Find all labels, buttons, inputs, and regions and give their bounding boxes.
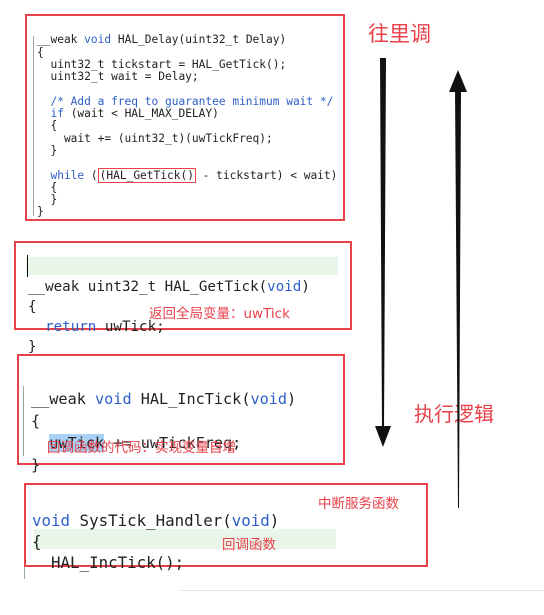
- hal-delay-code-box: __weak void HAL_Delay(uint32_t Delay){ u…: [25, 14, 345, 221]
- note-callback: 回调函数: [222, 537, 276, 553]
- gutter-line: [33, 36, 34, 216]
- arrow-up-icon: [449, 70, 467, 508]
- code-line-12: {: [37, 180, 58, 194]
- inctick-body-line: uwTick += uwTickFreq;: [49, 434, 242, 452]
- gutter-line: [23, 386, 24, 456]
- code-line-0: __weak void HAL_Delay(uint32_t Delay): [37, 33, 287, 47]
- code-line-8: wait += (uint32_t)(uwTickFreq);: [37, 131, 273, 145]
- code-line-13: }: [37, 193, 58, 207]
- bottom-separator: [180, 590, 544, 591]
- hal-inctick-code-box: __weak void HAL_IncTick(void) { uwTick +=…: [17, 354, 345, 474]
- code-line-4: [37, 83, 337, 95]
- code-line-7: {: [37, 119, 58, 133]
- code-line-1: {: [37, 45, 44, 59]
- hal-gettick-code: __weak uint32_t HAL_GetTick(void) { retur…: [28, 257, 310, 397]
- note-isr: 中断服务函数: [318, 496, 399, 512]
- hal-delay-code: __weak void HAL_Delay(uint32_t Delay){ u…: [37, 22, 337, 243]
- gettick-return-line: return uwTick;: [28, 319, 165, 335]
- code-line-2: uint32_t tickstart = HAL_GetTick();: [37, 57, 287, 71]
- code-line-14: }: [37, 205, 44, 219]
- arrow-down-icon: [375, 58, 391, 447]
- gutter-line: [24, 567, 25, 579]
- systick-call-line: HAL_IncTick();: [32, 553, 185, 572]
- code-line-5: /* Add a freq to guarantee minimum wait …: [37, 94, 334, 108]
- systick-open-brace: {: [32, 532, 42, 551]
- systick-signature: void SysTick_Handler(void): [32, 511, 280, 530]
- inctick-close-brace: }: [31, 456, 41, 474]
- label-exec-logic: 执行逻辑: [414, 402, 494, 426]
- gettick-close-brace: }: [28, 339, 37, 355]
- code-line-3: uint32_t wait = Delay;: [37, 70, 199, 84]
- line-highlight: [26, 257, 338, 275]
- hal-inctick-code: __weak void HAL_IncTick(void) { uwTick +=…: [31, 366, 296, 520]
- label-inward: 往里调: [368, 22, 431, 46]
- note-return-global: 返回全局变量：uwTick: [149, 306, 290, 322]
- code-line-6: if (wait < HAL_MAX_DELAY): [37, 107, 219, 121]
- systick-handler-code-box: void SysTick_Handler(void) { HAL_IncTick(…: [24, 483, 428, 572]
- kw-weak: __weak: [37, 33, 85, 47]
- uwtick-highlight: uwTick: [49, 434, 105, 452]
- text-cursor: [27, 255, 28, 277]
- inctick-signature: __weak void HAL_IncTick(void): [31, 390, 297, 408]
- code-line-11: while ((HAL_GetTick() - tickstart) < wai…: [37, 167, 338, 183]
- hal-gettick-code-box: __weak uint32_t HAL_GetTick(void) { retur…: [14, 241, 352, 355]
- inctick-open-brace: {: [31, 412, 41, 430]
- line-highlight: [34, 529, 336, 549]
- note-callback-increment: 回调函数的代码：实现变量自增: [47, 440, 236, 456]
- gettick-open-brace: {: [28, 299, 37, 315]
- hal-gettick-call-box: (HAL_GetTick(): [97, 167, 196, 183]
- gettick-signature: __weak uint32_t HAL_GetTick(void): [28, 279, 310, 295]
- systick-code: void SysTick_Handler(void) { HAL_IncTick(…: [32, 489, 279, 615]
- code-line-9: }: [37, 143, 58, 157]
